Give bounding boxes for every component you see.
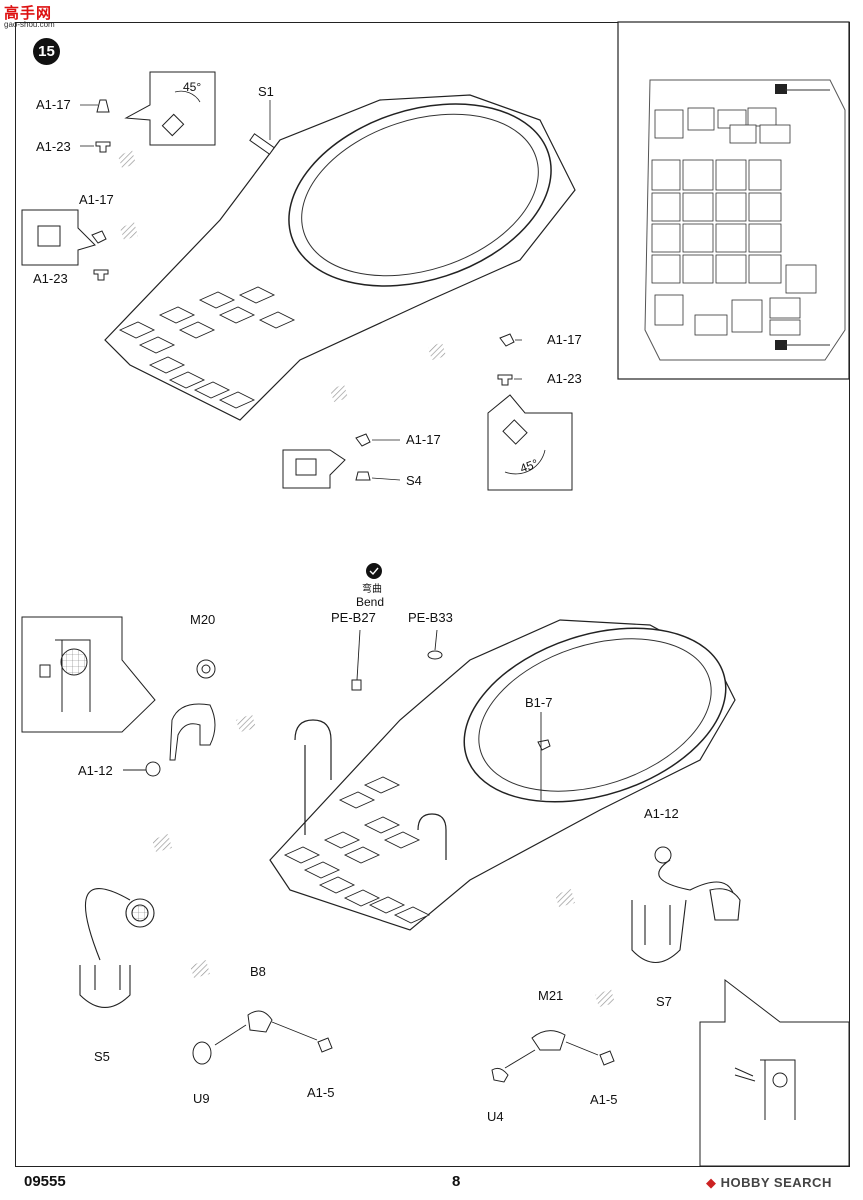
detail-inset-bottom-right	[699, 978, 850, 1167]
label-u9: U9	[193, 1091, 210, 1106]
label-a1-12-left: A1-12	[78, 763, 113, 778]
detail-inset-top-right	[617, 21, 850, 380]
frame-right	[849, 22, 850, 1167]
hull-upper-assembly	[104, 94, 576, 421]
hobby-search-logo: ◆ HOBBY SEARCH	[706, 1175, 832, 1191]
label-a1-12-right: A1-12	[644, 806, 679, 821]
leader-lines-lower	[123, 629, 599, 1069]
label-angle-top: 45°	[183, 80, 202, 94]
label-bend-cn: 弯曲	[362, 584, 382, 595]
brand-mark-icon: ◆	[706, 1175, 721, 1190]
callout-angle-top	[124, 71, 216, 146]
assembly-arrows-lower	[152, 714, 615, 1007]
label-s5: S5	[94, 1049, 110, 1064]
detail-inset-bottom-left	[21, 616, 156, 733]
hull-lower-assembly	[269, 619, 736, 931]
label-m20: M20	[190, 612, 216, 627]
label-s7: S7	[656, 994, 672, 1009]
kit-code: 09555	[24, 1173, 66, 1190]
part-glyphs-lower	[145, 650, 672, 1083]
label-u4: U4	[487, 1109, 504, 1124]
label-s4: S4	[406, 473, 422, 488]
bend-icon	[366, 563, 382, 579]
label-a1-23-a: A1-23	[36, 139, 71, 154]
callout-angle-right	[487, 394, 573, 491]
assembly-arrows-upper	[118, 150, 446, 402]
brand-name: HOBBY SEARCH	[720, 1175, 832, 1190]
label-a1-23-c: A1-23	[547, 371, 582, 386]
label-b8: B8	[250, 964, 266, 979]
label-bend-en: Bend	[356, 595, 385, 609]
label-s1: S1	[258, 84, 274, 99]
callout-s4	[282, 449, 346, 489]
label-a1-17-c: A1-17	[547, 332, 582, 347]
label-a1-5-left: A1-5	[307, 1085, 335, 1100]
frame-left	[15, 22, 16, 1167]
site-watermark: 高手网	[4, 5, 53, 22]
frame-bottom	[15, 1166, 850, 1167]
label-a1-5-right: A1-5	[590, 1092, 618, 1107]
callout-left-a	[21, 209, 96, 266]
detail-s7	[631, 859, 741, 964]
inset-storage-boxes	[651, 107, 817, 336]
site-watermark-url: gao-shou.com	[4, 20, 55, 29]
frame-top	[15, 22, 850, 23]
label-m21: M21	[538, 988, 564, 1003]
label-pe-b27: PE-B27	[331, 610, 376, 625]
leader-lines-upper	[80, 100, 522, 481]
detail-s5	[79, 888, 155, 1009]
page-number: 8	[452, 1173, 461, 1190]
label-pe-b33: PE-B33	[408, 610, 453, 625]
label-b1-7: B1-7	[525, 695, 553, 710]
label-a1-23-b: A1-23	[33, 271, 68, 286]
part-glyphs-upper	[91, 99, 515, 481]
step-number-badge: 15	[33, 38, 60, 65]
label-a1-17-a: A1-17	[36, 97, 71, 112]
label-a1-17-b: A1-17	[79, 192, 114, 207]
label-a1-17-d: A1-17	[406, 432, 441, 447]
